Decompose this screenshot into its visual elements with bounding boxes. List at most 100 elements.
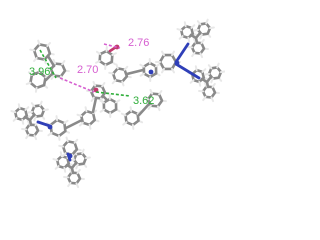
- mol-a-upper-ring-bond: [110, 53, 114, 64]
- mol-a-nitrogen-atom: [174, 60, 180, 66]
- mol-b-ring-mid-h: [27, 71, 33, 76]
- mol-a-trityl-right-ring-b-h: [216, 62, 220, 69]
- mol-c-trityl-left-ring-c-h: [26, 119, 31, 126]
- mol-b-ring-mid-bond: [29, 81, 38, 90]
- mol-a-nitrogen-atom: [148, 69, 154, 75]
- mol-c-trityl-left-ring-c-h: [25, 133, 30, 140]
- mol-c-ring-h: [73, 138, 79, 144]
- mol-a-trityl-top-ring-a-h: [183, 21, 187, 28]
- mol-a-core-ring-h: [111, 79, 117, 85]
- bridge-ring-2-h: [99, 99, 105, 104]
- mol-a-trityl-right-ring-a-h: [201, 68, 207, 73]
- mol-c-ring-h: [65, 136, 69, 143]
- mol-a-n-bond: [174, 62, 201, 80]
- mol-b-link: [44, 72, 54, 82]
- mol-c-piperidine-h: [63, 119, 69, 125]
- mol-a-core-ring-bond: [123, 68, 129, 78]
- contact-label-magenta-left: 2.70: [77, 64, 99, 76]
- bridge-ring-3-h: [76, 113, 83, 117]
- bridge-link: [102, 95, 109, 102]
- mol-c-trityl-left-ring-b-h: [27, 110, 34, 114]
- mol-d-ring-2-h: [149, 88, 154, 95]
- mol-a-trityl-right-ring-a-h: [198, 80, 202, 87]
- mol-a-trityl-right-ring-c-h: [202, 95, 207, 102]
- mol-c-trityl-left-ring-a-h: [12, 117, 18, 122]
- mol-a-upper-ring-h: [111, 52, 117, 56]
- bridge-ring-3-bond: [91, 111, 96, 122]
- contact-label-magenta-right: 2.76: [128, 37, 150, 49]
- mol-c-trityl-bottom-ring-b-h: [84, 156, 91, 160]
- mol-a-trityl-top-link: [194, 36, 199, 45]
- mol-a-trityl-right-ring-c-h: [211, 82, 216, 89]
- mol-d-ring-h: [122, 121, 128, 126]
- mol-b-ring-top-h: [33, 56, 38, 62]
- contact-label-green-left: 3.96: [29, 66, 51, 78]
- mol-c-trityl-bottom-ring-c-h: [75, 182, 80, 189]
- mol-a-chain: [125, 68, 145, 76]
- mol-a-trityl-right-ring-b-h: [219, 70, 225, 74]
- bridge-ring-1-h: [101, 82, 106, 88]
- mol-b-ring-center-bond: [60, 63, 67, 72]
- contact-line-green-left: [39, 49, 57, 79]
- mol-a-trityl-top-ring-c-h: [191, 51, 196, 58]
- mol-c-piperidine-bond: [63, 121, 67, 133]
- mol-c-piperidine-h: [47, 131, 53, 137]
- mol-b-ring-center-h: [50, 74, 55, 80]
- mol-a-trityl-top-ring-c-h: [199, 52, 204, 59]
- mol-b-ring-top-bond: [45, 44, 52, 55]
- mol-b-ring-top-h: [29, 48, 36, 52]
- mol-d-ring-2-h: [156, 105, 161, 112]
- mol-c-nitrogen-atom: [47, 124, 53, 130]
- mol-a-trityl-right-ring-c-h: [210, 96, 215, 103]
- mol-b-ring-mid-bond: [38, 70, 47, 79]
- mol-a-trityl-top-ring-c-h: [200, 38, 205, 45]
- crystal-packing-diagram: 3.96 2.70 2.76 3.62: [10, 18, 225, 189]
- mol-c-trityl-bottom-ring-a-h: [54, 165, 60, 170]
- mol-d-ring-h: [120, 112, 127, 117]
- mol-c-piperidine-bond: [57, 129, 67, 138]
- mol-a-piperidine-bond: [158, 60, 166, 71]
- mol-c-trityl-bottom-ring-c-h: [76, 168, 81, 175]
- bridge-ring-1-h: [90, 96, 95, 102]
- mol-a-piperidine-h: [161, 50, 165, 57]
- mol-b-ring-mid-h: [38, 67, 42, 74]
- mol-a-trityl-top-ring-a-h: [176, 28, 183, 32]
- mol-b-ring-top-h: [37, 39, 41, 46]
- mol-c-trityl-bottom-ring-a-h: [59, 151, 63, 158]
- mol-a-core-ring-h: [108, 71, 115, 75]
- mol-b-link: [46, 54, 56, 68]
- mol-a-trityl-top-ring-b-h: [199, 33, 203, 40]
- mol-a-trityl-top-ring-b-h: [208, 26, 215, 30]
- mol-b-ring-top-bond: [32, 49, 39, 60]
- bridge-link: [91, 96, 98, 114]
- mol-b-ring-top-bond: [35, 56, 46, 61]
- mol-b-ring-top-h: [43, 58, 47, 65]
- mol-a-ring-h: [139, 72, 146, 77]
- molecular-structure: [10, 18, 225, 189]
- mol-b-ring-mid-h: [25, 81, 32, 86]
- mol-c-trityl-left-link: [28, 118, 33, 127]
- mol-a-trityl-right-ring-a-h: [194, 65, 198, 72]
- mol-d-ring-2-bond: [157, 93, 164, 102]
- mol-b-ring-mid-bond: [29, 73, 34, 85]
- mol-c-trityl-bottom-link: [70, 166, 75, 175]
- mol-a-piperidine-bond: [158, 53, 166, 64]
- mol-b-ring-mid-bond: [30, 70, 41, 77]
- mol-c-trityl-left-ring-b-h: [39, 100, 43, 107]
- mol-c-trityl-bottom-ring-b-h: [81, 148, 85, 155]
- mol-c-trityl-left-ring-a-h: [21, 118, 25, 125]
- mol-a-trityl-right-link: [205, 80, 210, 89]
- mol-a-upper-ring-h: [95, 50, 102, 56]
- mol-a-trityl-top-ring-a-h: [190, 24, 196, 29]
- mol-c-trityl-left-ring-b-h: [30, 102, 36, 108]
- bridge-ring-3-h: [88, 123, 92, 130]
- mol-d-ring-2-h: [158, 90, 163, 96]
- mol-a-ring-h: [139, 63, 145, 68]
- mol-a-trityl-top-ring-b-h: [193, 28, 200, 32]
- mol-b-ring-mid-bond: [35, 83, 46, 90]
- mol-d-link: [137, 102, 151, 117]
- mol-a-core-ring-h: [121, 80, 125, 87]
- mol-a-trityl-top-ring-b-h: [196, 20, 202, 26]
- contact-line-magenta-right: [103, 43, 121, 49]
- mol-a-trityl-right-ring-a-h: [189, 79, 195, 84]
